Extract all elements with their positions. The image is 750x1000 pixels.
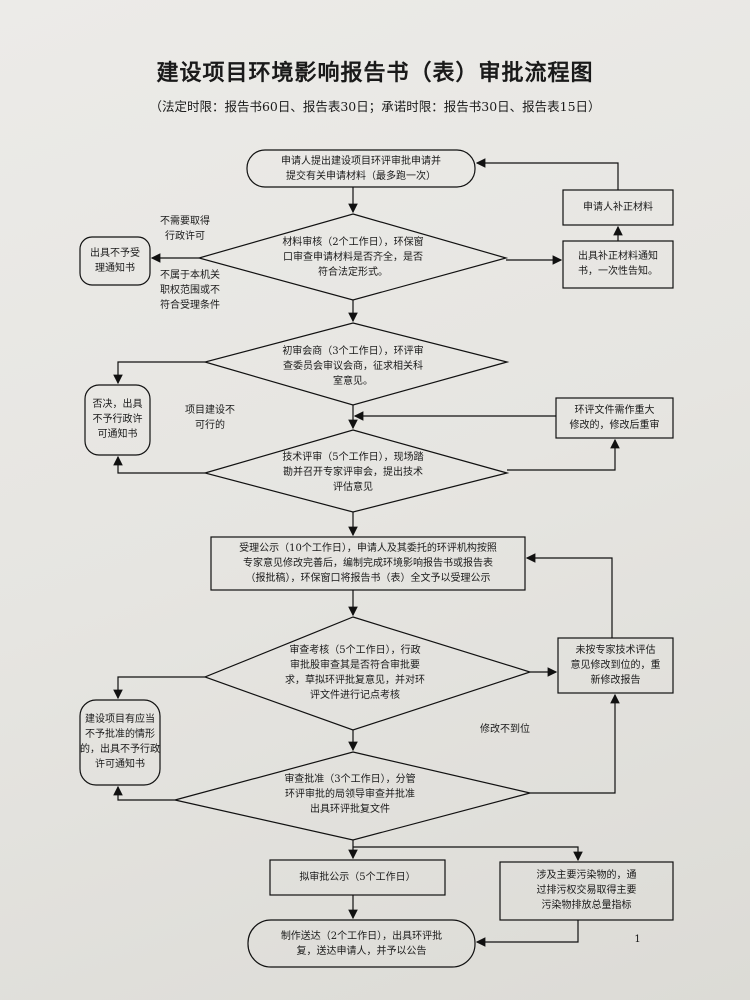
page-number: 1 — [634, 934, 641, 945]
approval-decision: 审查批准（3个工作日），分管 环评审批的局领导审查并批准 出具环评批复文件 — [284, 774, 416, 815]
start-oval — [246, 149, 476, 188]
delivery-node: 制作送达（2个工作日），出具环评批 复，送达申请人，并予以公告 — [280, 931, 443, 957]
supplement-notice-node: 出具补正材料通知 书，一次性告知。 — [578, 251, 658, 277]
tech-review-decision: 技术评审（5个工作日），现场踏 勘并召开专家评审会，提出技术 评估意见 — [282, 452, 424, 493]
pollutant-node: 涉及主要污染物的，通 过排污权交易取得主要 污染物排放总量指标 — [536, 870, 637, 911]
applicant-supplement-node: 申请人补正材料 — [583, 202, 653, 213]
label-out-of-scope: 不属于本机关 职权范围或不 符合受理条件 — [160, 270, 220, 311]
reject-notice-node: 出具不予受 理通知书 — [90, 248, 140, 274]
pre-publicity-node: 拟审批公示（5个工作日） — [299, 872, 416, 883]
not-approved-node: 建设项目有应当 不予批准的情形 的，出具不予行政 许可通知书 — [80, 714, 160, 770]
material-review-decision: 材料审核（2个工作日），环保窗 口审查申请材料是否齐全，是否 符合法定形式。 — [282, 237, 424, 278]
label-revision-incomplete: 修改不到位 — [480, 724, 530, 735]
label-no-permit-needed: 不需要取得 行政许可 — [160, 216, 210, 242]
start-node: 申请人提出建设项目环评审批申请并 提交有关申请材料（最多跑一次） — [281, 156, 441, 182]
veto-node: 否决，出具 不予行政许 可通知书 — [92, 399, 143, 440]
acceptance-publicity-node: 受理公示（10个工作日），申请人及其委托的环评机构按照 专家意见修改完善后，编制… — [239, 543, 497, 584]
page-subtitle: （法定时限：报告书60日、报告表30日；承诺时限：报告书30日、报告表15日） — [149, 99, 601, 114]
major-revision-node: 环评文件需作重大 修改的，修改后重审 — [569, 405, 660, 431]
label-infeasible: 项目建设不 可行的 — [185, 405, 235, 431]
preliminary-decision: 初审会商（3个工作日），环评审 查委员会审议会商，征求相关科 室意见。 — [282, 346, 424, 387]
examination-decision: 审查考核（5个工作日），行政 审批股审查其是否符合审批要 求，草拟环评批复意见，… — [285, 645, 425, 701]
not-revised-node: 未按专家技术评估 意见修改到位的，重 新修改报告 — [570, 645, 661, 686]
page-title: 建设项目环境影响报告书（表）审批流程图 — [156, 60, 594, 86]
